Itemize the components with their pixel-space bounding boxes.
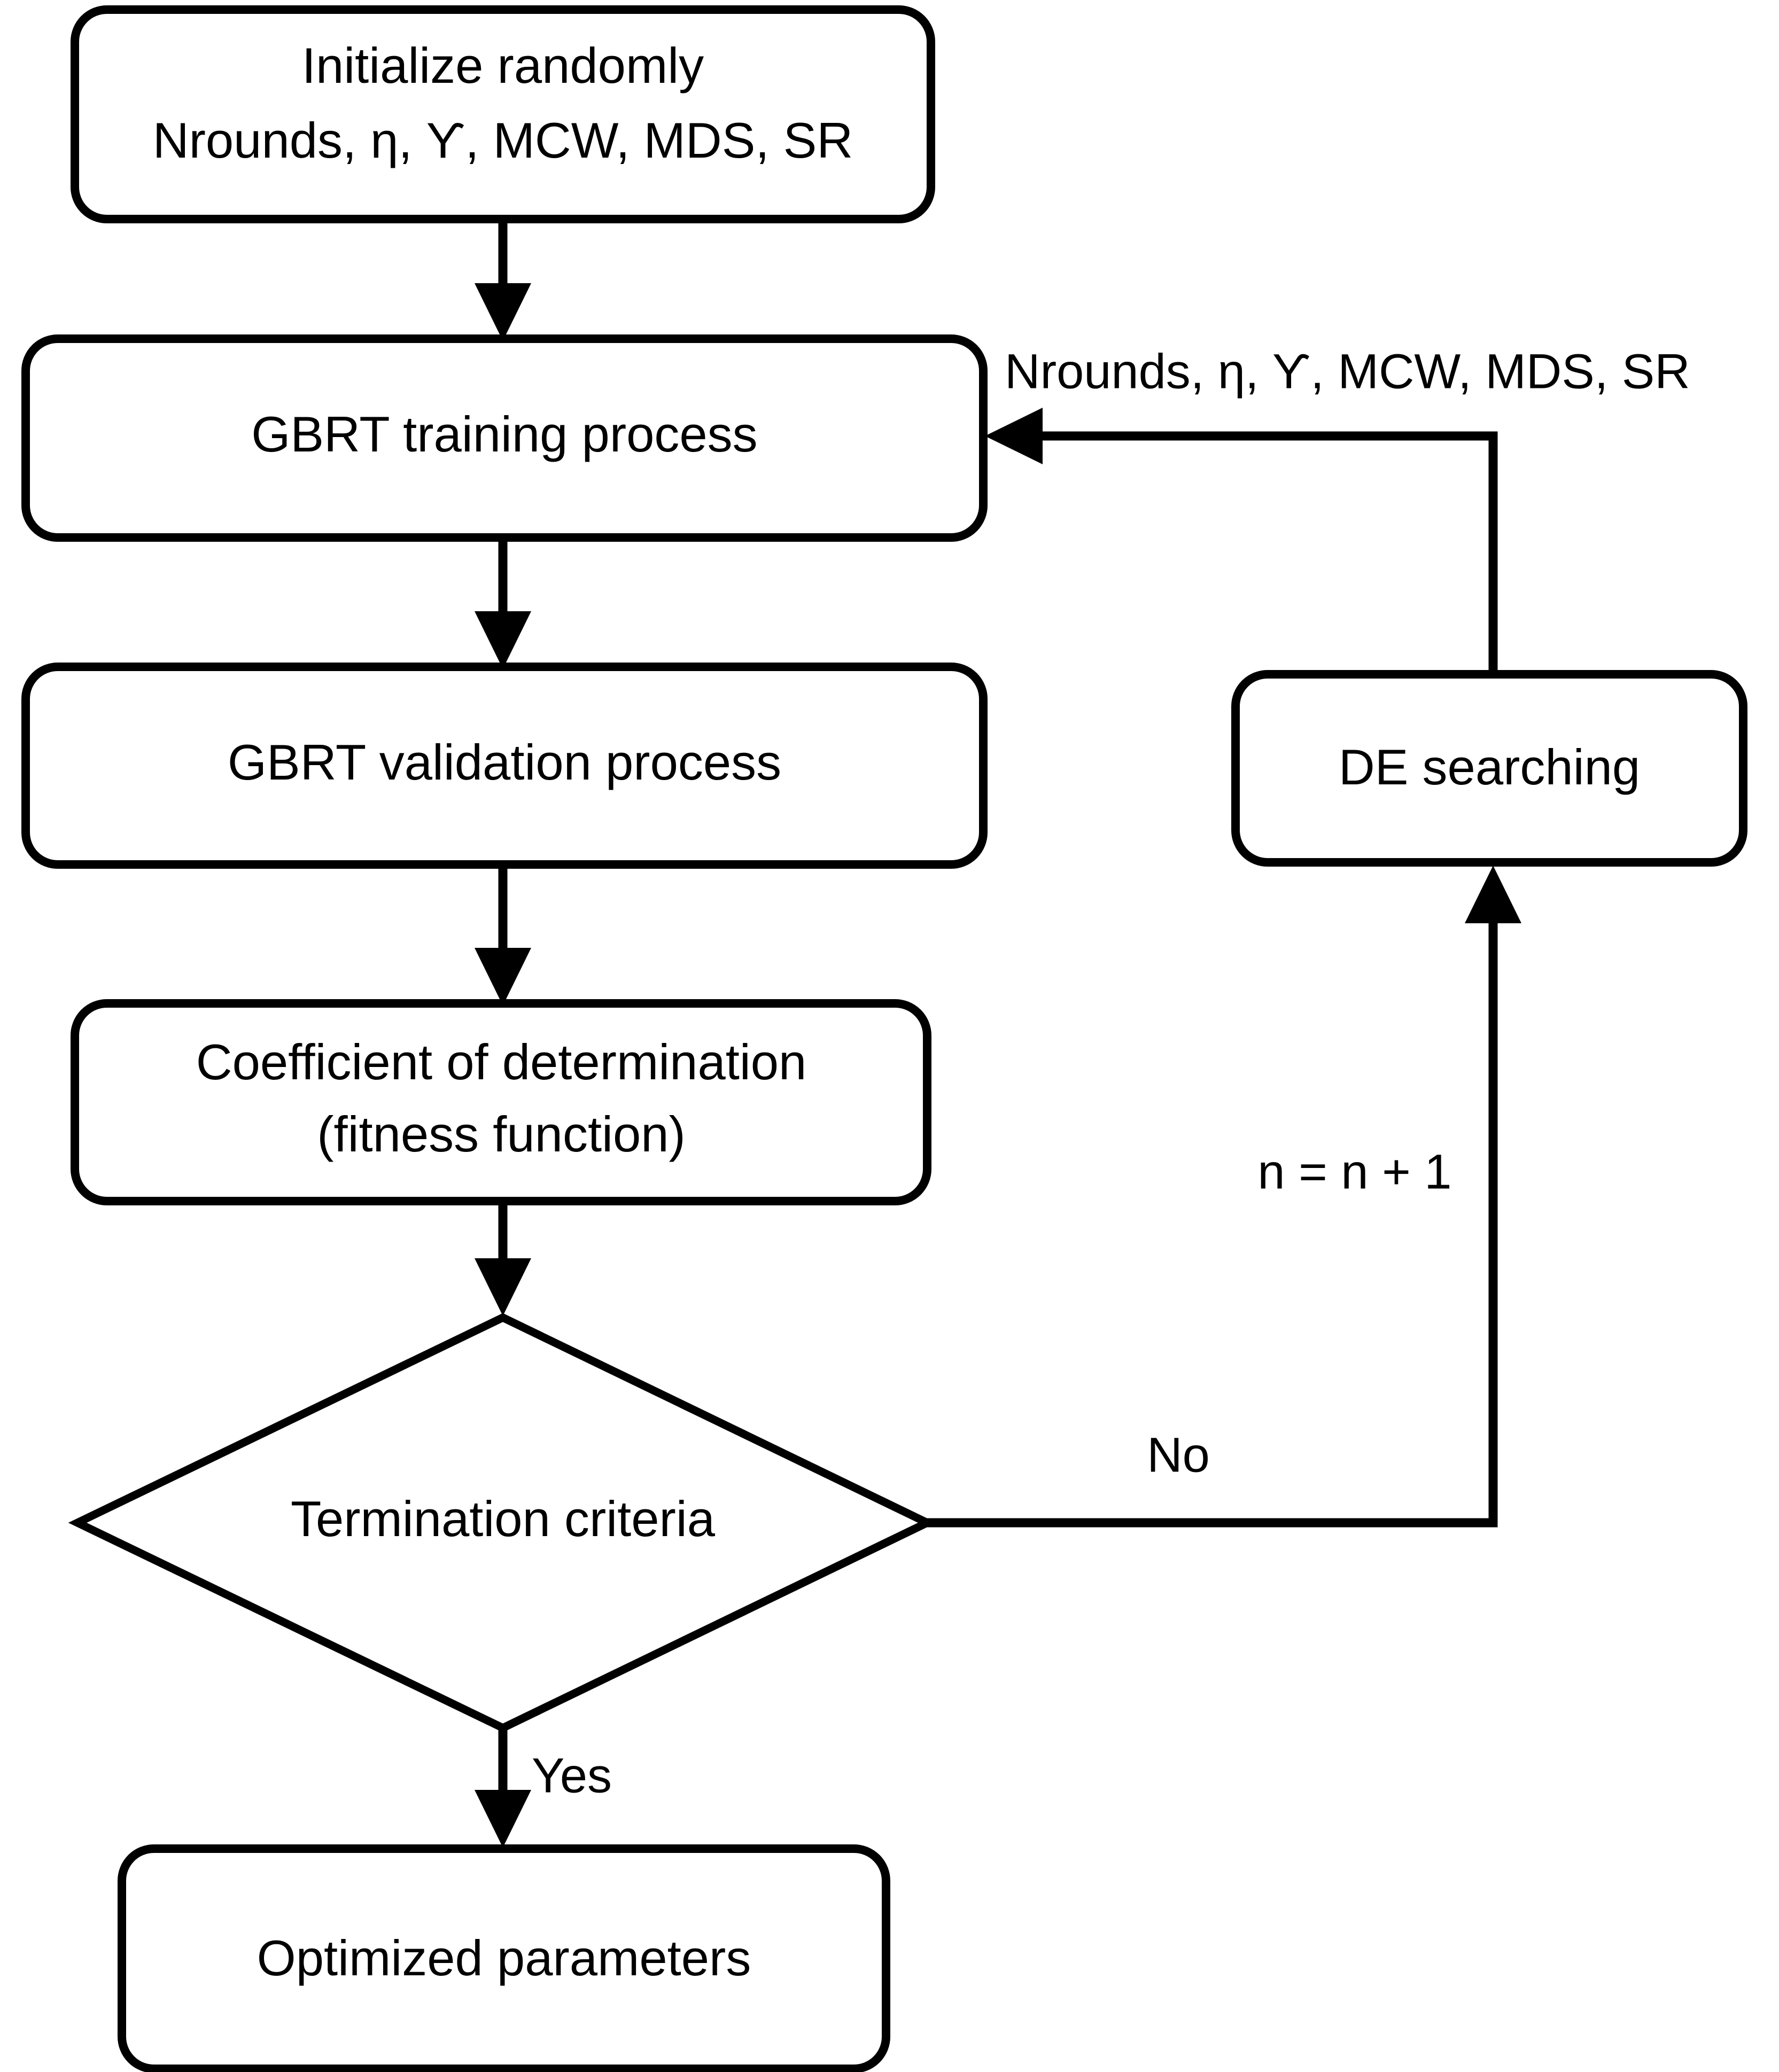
de-searching-label: DE searching [1339,739,1640,795]
optimized-box-shape [118,1844,890,2072]
training-label: GBRT training process [251,406,757,462]
node-gbrt-validation-process[interactable]: GBRT validation process [21,663,988,869]
edge-de-searching-to-training [985,408,1498,674]
initialize-label-line1: Initialize randomly [302,37,704,94]
arrowhead-down-decision-optimized [475,1790,531,1848]
decision-diamond-shape [68,1313,937,1733]
initialize-box-shape [71,5,935,223]
edge-initialize-to-training [475,222,531,341]
node-initialize-randomly[interactable]: Initialize randomly Nrounds, η, Ƴ, MCW, … [71,5,935,223]
arrowhead-down-validation-fitness [475,948,531,1006]
fitness-label-line1: Coefficient of determination [196,1034,807,1090]
arrowhead-down-training-validation [475,611,531,669]
fitness-label-line2: (fitness function) [317,1106,686,1162]
arrowhead-up-decision-de [1465,866,1521,923]
arrowhead-left-de-training [985,408,1043,464]
validation-label: GBRT validation process [228,734,781,790]
edge-training-to-validation [475,539,531,669]
edge-decision-yes-to-optimized [475,1729,531,1848]
edge-decision-no-to-de-searching [927,866,1521,1528]
node-de-searching[interactable]: DE searching [1231,670,1747,867]
fitness-box-shape [71,999,931,1205]
edge-label-yes: Yes [532,1748,612,1803]
edge-label-iteration-counter: n = n + 1 [1257,1144,1451,1199]
edge-fitness-to-decision [475,1201,531,1316]
training-box-shape [21,334,988,542]
arrowhead-down-fitness-decision [475,1258,531,1316]
node-optimized-parameters[interactable]: Optimized parameters [118,1844,890,2072]
node-termination-criteria[interactable]: Termination criteria [68,1313,937,1733]
edge-label-no: No [1147,1428,1210,1482]
initialize-label-line2: Nrounds, η, Ƴ, MCW, MDS, SR [153,112,853,168]
arrowhead-down-initialize-training [475,283,531,341]
edge-validation-to-fitness [475,864,531,1006]
node-coefficient-of-determination[interactable]: Coefficient of determination (fitness fu… [71,999,931,1205]
validation-box-shape [21,663,988,869]
edge-label-de-to-training: Nrounds, η, Ƴ, MCW, MDS, SR [1005,344,1690,399]
decision-label: Termination criteria [291,1491,716,1547]
optimized-label: Optimized parameters [257,1930,751,1986]
de-searching-box-shape [1231,670,1747,867]
node-gbrt-training-process[interactable]: GBRT training process [21,334,988,542]
